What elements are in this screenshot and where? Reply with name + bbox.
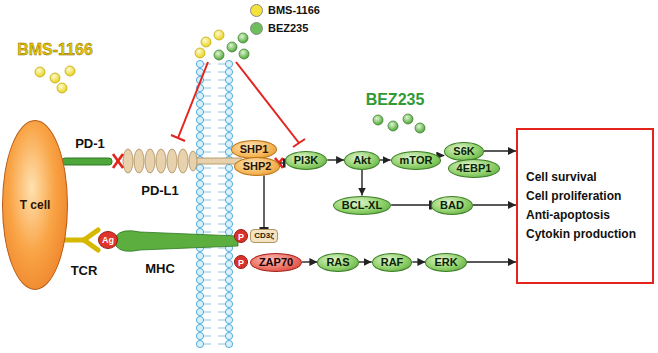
bms-dots	[35, 66, 75, 93]
bez-dots	[373, 114, 425, 133]
inhibition-line	[280, 162, 284, 163]
receptor-label: PD-1	[75, 136, 105, 151]
tcr-receptor	[64, 230, 98, 250]
node-text: SHP2	[243, 160, 272, 173]
inhibition-line	[263, 176, 264, 230]
activation-arrow	[327, 159, 344, 160]
node-text: PI3K	[294, 154, 318, 167]
node-text: T cell	[20, 198, 51, 212]
phosphatase: SHP2	[234, 157, 281, 176]
receptor-label: TCR	[71, 263, 98, 278]
kinase-node: ZAP70	[250, 253, 302, 272]
node-text: RAS	[326, 256, 349, 269]
legend-text: BMS-1166	[268, 4, 320, 16]
node-text: 4EBP1	[457, 162, 492, 175]
t-cell: T cell	[2, 120, 68, 290]
phospho-site: P	[234, 255, 248, 269]
pathway-node: mTOR	[391, 151, 442, 170]
node-text: ZAP70	[259, 256, 293, 269]
pathway-node: ERK	[425, 253, 466, 272]
legend-swatch	[250, 4, 263, 17]
node-text: Anti-apoptosis	[526, 206, 644, 225]
node-text: P	[235, 230, 247, 244]
activation-arrow	[380, 159, 391, 160]
pathway-node: BCL-XL	[333, 196, 391, 215]
pdl1-receptor	[123, 149, 242, 173]
node-text: Cell proliferation	[526, 187, 644, 206]
pathway-node: RAF	[372, 253, 413, 272]
legend-text: BEZ235	[268, 22, 308, 34]
drug-label: BEZ235	[366, 91, 425, 109]
legend-entry: BMS-1166	[250, 2, 320, 18]
outcome-box: Cell survivalCell proliferationAnti-apop…	[516, 128, 654, 284]
activation-arrow	[441, 155, 444, 156]
node-text: SHP1	[240, 143, 269, 156]
activation-arrow	[361, 170, 362, 196]
antigen: Ag	[98, 231, 118, 249]
activation-arrow	[473, 204, 516, 205]
phospho-site: P	[234, 229, 248, 243]
node-text: mTOR	[400, 154, 433, 167]
cell-membrane	[196, 60, 232, 347]
legend-swatch	[250, 22, 263, 35]
legend-entry: BEZ235	[250, 20, 320, 36]
node-text: BCL-XL	[342, 199, 382, 212]
node-text: Cell survival	[526, 168, 644, 187]
drug-inhibition	[171, 62, 305, 147]
node-text: RAF	[381, 256, 404, 269]
node-text: Cytokin production	[526, 225, 644, 244]
mhc-molecule	[116, 231, 238, 252]
drug-cluster	[195, 30, 249, 60]
pathway-node: PI3K	[285, 151, 327, 170]
pathway-node: S6K	[444, 142, 483, 161]
pathway-node: 4EBP1	[448, 159, 501, 178]
cd3-chain: CD3ζ	[250, 229, 278, 243]
node-text: Ag	[102, 234, 114, 246]
activation-arrow	[359, 261, 372, 262]
receptor-label: PD-L1	[141, 183, 179, 198]
pathway-node: Akt	[344, 151, 380, 170]
drug-label: BMS-1166	[17, 41, 93, 59]
node-text: P	[235, 256, 247, 270]
activation-arrow	[467, 261, 516, 262]
activation-arrow	[484, 150, 516, 151]
activation-arrow	[302, 261, 317, 262]
pathway-node: RAS	[317, 253, 358, 272]
activation-arrow	[412, 261, 425, 262]
node-text: CD3ζ	[254, 231, 274, 241]
node-text: BAD	[440, 199, 464, 212]
node-text: Akt	[353, 154, 371, 167]
phosphatase: SHP1	[231, 140, 278, 159]
pathway-node: BAD	[431, 196, 473, 215]
receptor-label: MHC	[145, 261, 175, 276]
node-text: S6K	[453, 145, 474, 158]
node-text: ERK	[434, 256, 457, 269]
inhibition-line	[391, 204, 431, 205]
pd1-receptor	[62, 158, 112, 165]
